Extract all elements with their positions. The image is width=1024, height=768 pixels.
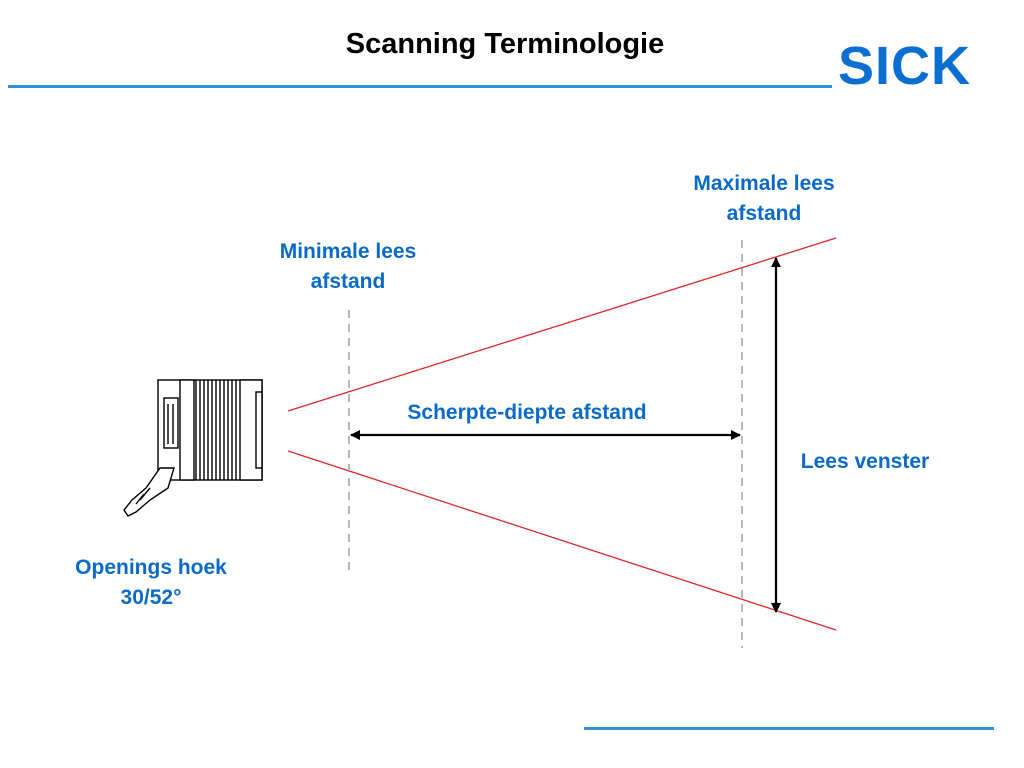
- beam-lower-edge: [287, 450, 837, 631]
- opening-angle-label-line2: 30/52°: [120, 586, 182, 609]
- sick-logo: SICK: [838, 36, 972, 96]
- min-distance-label-line1: Minimale lees: [279, 240, 417, 263]
- depth-of-field-label: Scherpte-diepte afstand: [407, 401, 647, 424]
- max-distance-label-line1: Maximale lees: [693, 172, 835, 195]
- read-window-label: Lees venster: [800, 450, 930, 473]
- scanner-device-icon: [123, 379, 263, 517]
- min-distance-label: Minimale lees afstand: [248, 237, 448, 297]
- bottom-divider: [584, 727, 994, 730]
- beam-upper-edge: [287, 237, 837, 412]
- top-divider: [8, 85, 832, 88]
- max-distance-label-line2: afstand: [726, 202, 802, 225]
- opening-angle-label-line1: Openings hoek: [75, 556, 227, 579]
- max-distance-label: Maximale lees afstand: [664, 169, 864, 229]
- slide-title: Scanning Terminologie: [345, 28, 665, 60]
- min-distance-label-line2: afstand: [310, 270, 386, 293]
- opening-angle-label: Openings hoek 30/52°: [46, 553, 256, 613]
